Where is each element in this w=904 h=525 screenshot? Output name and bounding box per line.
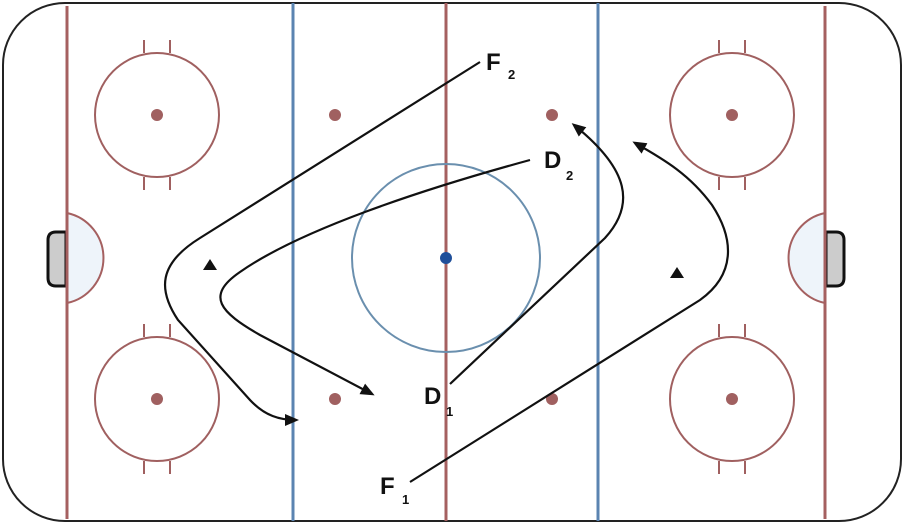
faceoff-dot-bottom-left	[151, 393, 163, 405]
left-net	[46, 230, 68, 288]
d1-skating-path	[449, 123, 625, 385]
neutral-dot-top-left	[329, 109, 341, 121]
center-faceoff-circle	[351, 163, 541, 353]
f2-skating-path	[164, 61, 481, 426]
faceoff-circle-top-right	[669, 40, 795, 190]
right-goal-crease	[787, 211, 826, 305]
faceoff-circle-bottom-left	[94, 324, 220, 474]
player-f2-letter: F	[486, 49, 501, 76]
player-label-d1: D 1	[424, 383, 453, 419]
faceoff-dot-top-right	[726, 109, 738, 121]
direction-triangle-right	[670, 267, 684, 278]
faceoff-dot-bottom-right	[726, 393, 738, 405]
faceoff-circle-top-left	[94, 40, 220, 190]
player-f1-letter: F	[380, 473, 395, 500]
faceoff-dot-top-left	[151, 109, 163, 121]
center-faceoff-dot	[440, 252, 452, 264]
player-f1-number: 1	[402, 492, 409, 507]
neutral-dot-top-right	[546, 109, 558, 121]
faceoff-circle-bottom-right	[669, 324, 795, 474]
neutral-dot-bottom-left	[329, 393, 341, 405]
player-f2-number: 2	[508, 67, 515, 82]
direction-triangle-left	[203, 259, 217, 270]
player-d2-letter: D	[544, 147, 561, 174]
player-d2-number: 2	[566, 168, 573, 183]
player-label-f2: F 2	[486, 49, 515, 82]
player-label-d2: D 2	[544, 147, 573, 183]
right-net	[824, 230, 846, 288]
f1-skating-path	[409, 141, 730, 483]
player-d1-number: 1	[446, 404, 453, 419]
d2-skating-path	[219, 158, 531, 396]
player-label-f1: F 1	[380, 473, 409, 507]
player-d1-letter: D	[424, 383, 441, 410]
left-goal-crease	[66, 211, 105, 305]
